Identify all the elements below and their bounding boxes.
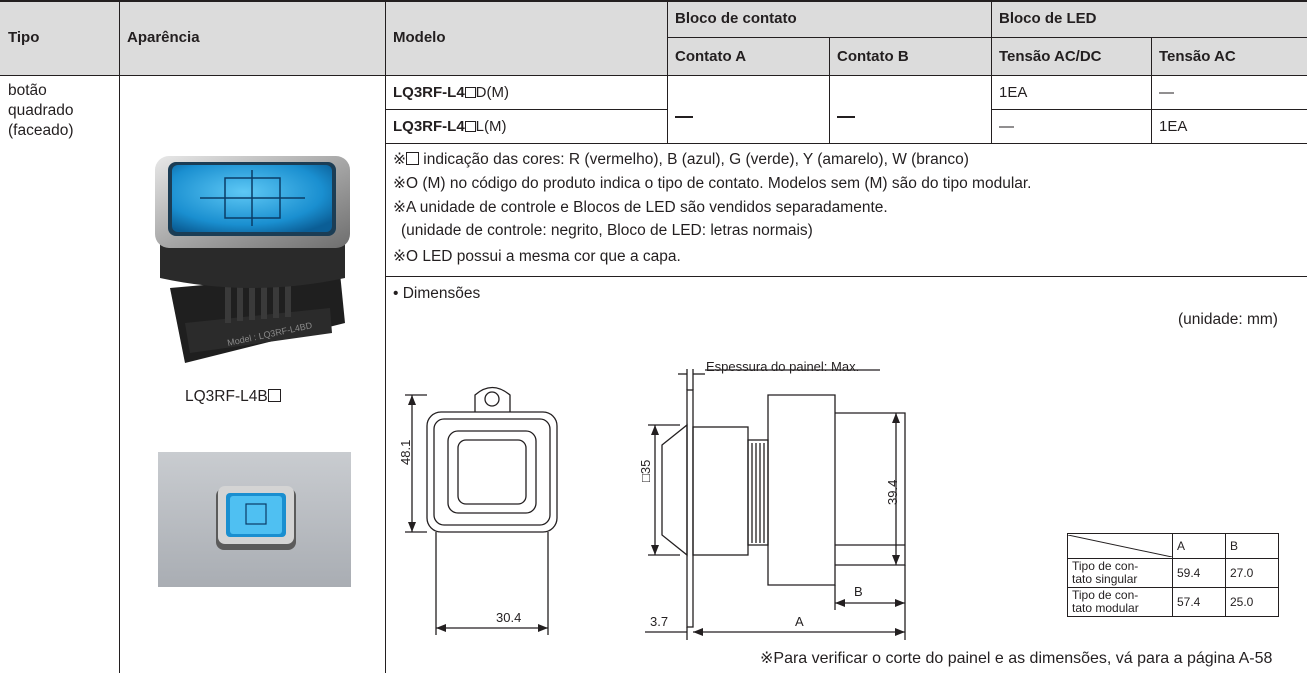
value-b: 27.0 [1225, 558, 1279, 588]
diagonal-line [1068, 535, 1172, 557]
dimensions-title: • Dimensões [393, 285, 481, 302]
row-label-line: Tipo de con- [1072, 588, 1139, 602]
panel-thickness-label: Espessura do painel: Max. [706, 359, 860, 374]
led-acdc-row-2: — [999, 117, 1014, 135]
color-square-icon [406, 152, 419, 165]
grid-line [119, 0, 120, 673]
row-label-line: tato singular [1072, 572, 1138, 586]
dim-35: □35 [638, 459, 653, 482]
tipo-line-1: botão [8, 82, 47, 99]
note-mark: ※ [393, 151, 406, 168]
grid-line [667, 0, 668, 143]
note-text: indicação das cores: R (vermelho), B (az… [419, 151, 969, 168]
grid-line [667, 37, 1307, 38]
color-square-icon [464, 120, 476, 132]
row-label-line: Tipo de con- [1072, 559, 1139, 573]
table-row: Tipo de con-tato singular 59.4 27.0 [1067, 558, 1279, 588]
model-bold: LQ3RF-L4 [393, 117, 465, 135]
header-bloco-contato: Bloco de contato [667, 0, 991, 37]
header-bloco-led: Bloco de LED [991, 0, 1307, 37]
dim-39-4: 39.4 [885, 479, 900, 505]
row-label-line: tato modular [1072, 601, 1139, 615]
table-top-border [0, 0, 1307, 2]
footer-note: ※Para verificar o corte do painel e as d… [760, 650, 1273, 667]
grid-line [991, 109, 1307, 110]
dim-b: B [854, 584, 863, 599]
header-contato-a: Contato A [667, 37, 829, 75]
dimension-drawing [405, 369, 906, 640]
contato-b-dash [837, 116, 855, 118]
contact-dimension-table: A B Tipo de con-tato singular 59.4 27.0 … [1067, 533, 1279, 617]
note-led-color: ※O LED possui a mesma cor que a capa. [393, 248, 681, 265]
model-row-2: LQ3RF-L4 L(M) [385, 109, 667, 143]
dimensions-unit: (unidade: mm) [1178, 311, 1278, 328]
grid-line [991, 0, 992, 143]
led-ac-row-2: 1EA [1159, 117, 1188, 135]
grid-line [1151, 37, 1152, 143]
note-sold-separately: ※A unidade de controle e Blocos de LED s… [393, 199, 888, 216]
contato-a-dash [675, 116, 693, 118]
row-label: Tipo de con-tato singular [1067, 558, 1173, 588]
dim-30-4: 30.4 [496, 610, 522, 625]
note-contact-type: ※O (M) no código do produto indica o tip… [393, 175, 1032, 192]
model-bold: LQ3RF-L4 [393, 83, 465, 101]
header-tipo: Tipo [0, 0, 119, 75]
appearance-caption: LQ3RF-L4B [185, 388, 281, 406]
model-suffix: D(M) [475, 83, 509, 101]
value-a: 57.4 [1172, 587, 1226, 617]
grid-line [829, 37, 830, 143]
header-contato-b: Contato B [829, 37, 991, 75]
model-row-1: LQ3RF-L4 D(M) [385, 75, 667, 109]
model-suffix: L(M) [475, 117, 507, 135]
tipo-line-3: (faceado) [8, 122, 74, 139]
col-b-header: B [1225, 533, 1279, 559]
dim-a: A [795, 614, 804, 629]
note-color-codes: ※ indicação das cores: R (vermelho), B (… [393, 150, 969, 169]
col-a-header: A [1172, 533, 1226, 559]
led-ac-row-1: — [1159, 83, 1174, 101]
header-aparencia: Aparência [119, 0, 385, 75]
diagonal-cell [1067, 533, 1173, 559]
grid-line [385, 143, 1307, 144]
grid-line [385, 109, 667, 110]
header-modelo: Modelo [385, 0, 667, 75]
table-row: Tipo de con-tato modular 57.4 25.0 [1067, 587, 1279, 617]
note-bold-legend: (unidade de controle: negrito, Bloco de … [401, 222, 813, 239]
panel-mounted-photo [158, 452, 351, 587]
header-tensao-ac: Tensão AC [1151, 37, 1307, 75]
appearance-caption-text: LQ3RF-L4B [185, 388, 268, 405]
color-square-icon [464, 86, 476, 98]
header-tensao-acdc: Tensão AC/DC [991, 37, 1151, 75]
row-label: Tipo de con-tato modular [1067, 587, 1173, 617]
product-photo: Model : LQ3RF-L4BD [155, 156, 350, 363]
color-square-icon [267, 389, 281, 402]
grid-line [385, 0, 386, 673]
table-row: A B [1067, 533, 1279, 559]
led-acdc-row-1: 1EA [999, 83, 1028, 101]
tipo-line-2: quadrado [8, 102, 74, 119]
dim-3-7: 3.7 [650, 614, 669, 629]
dim-48-1: 48.1 [398, 439, 413, 465]
grid-line [0, 75, 1307, 76]
value-a: 59.4 [1172, 558, 1226, 588]
tipo-value: botão quadrado (faceado) [8, 81, 74, 141]
grid-line [385, 276, 1307, 277]
value-b: 25.0 [1225, 587, 1279, 617]
